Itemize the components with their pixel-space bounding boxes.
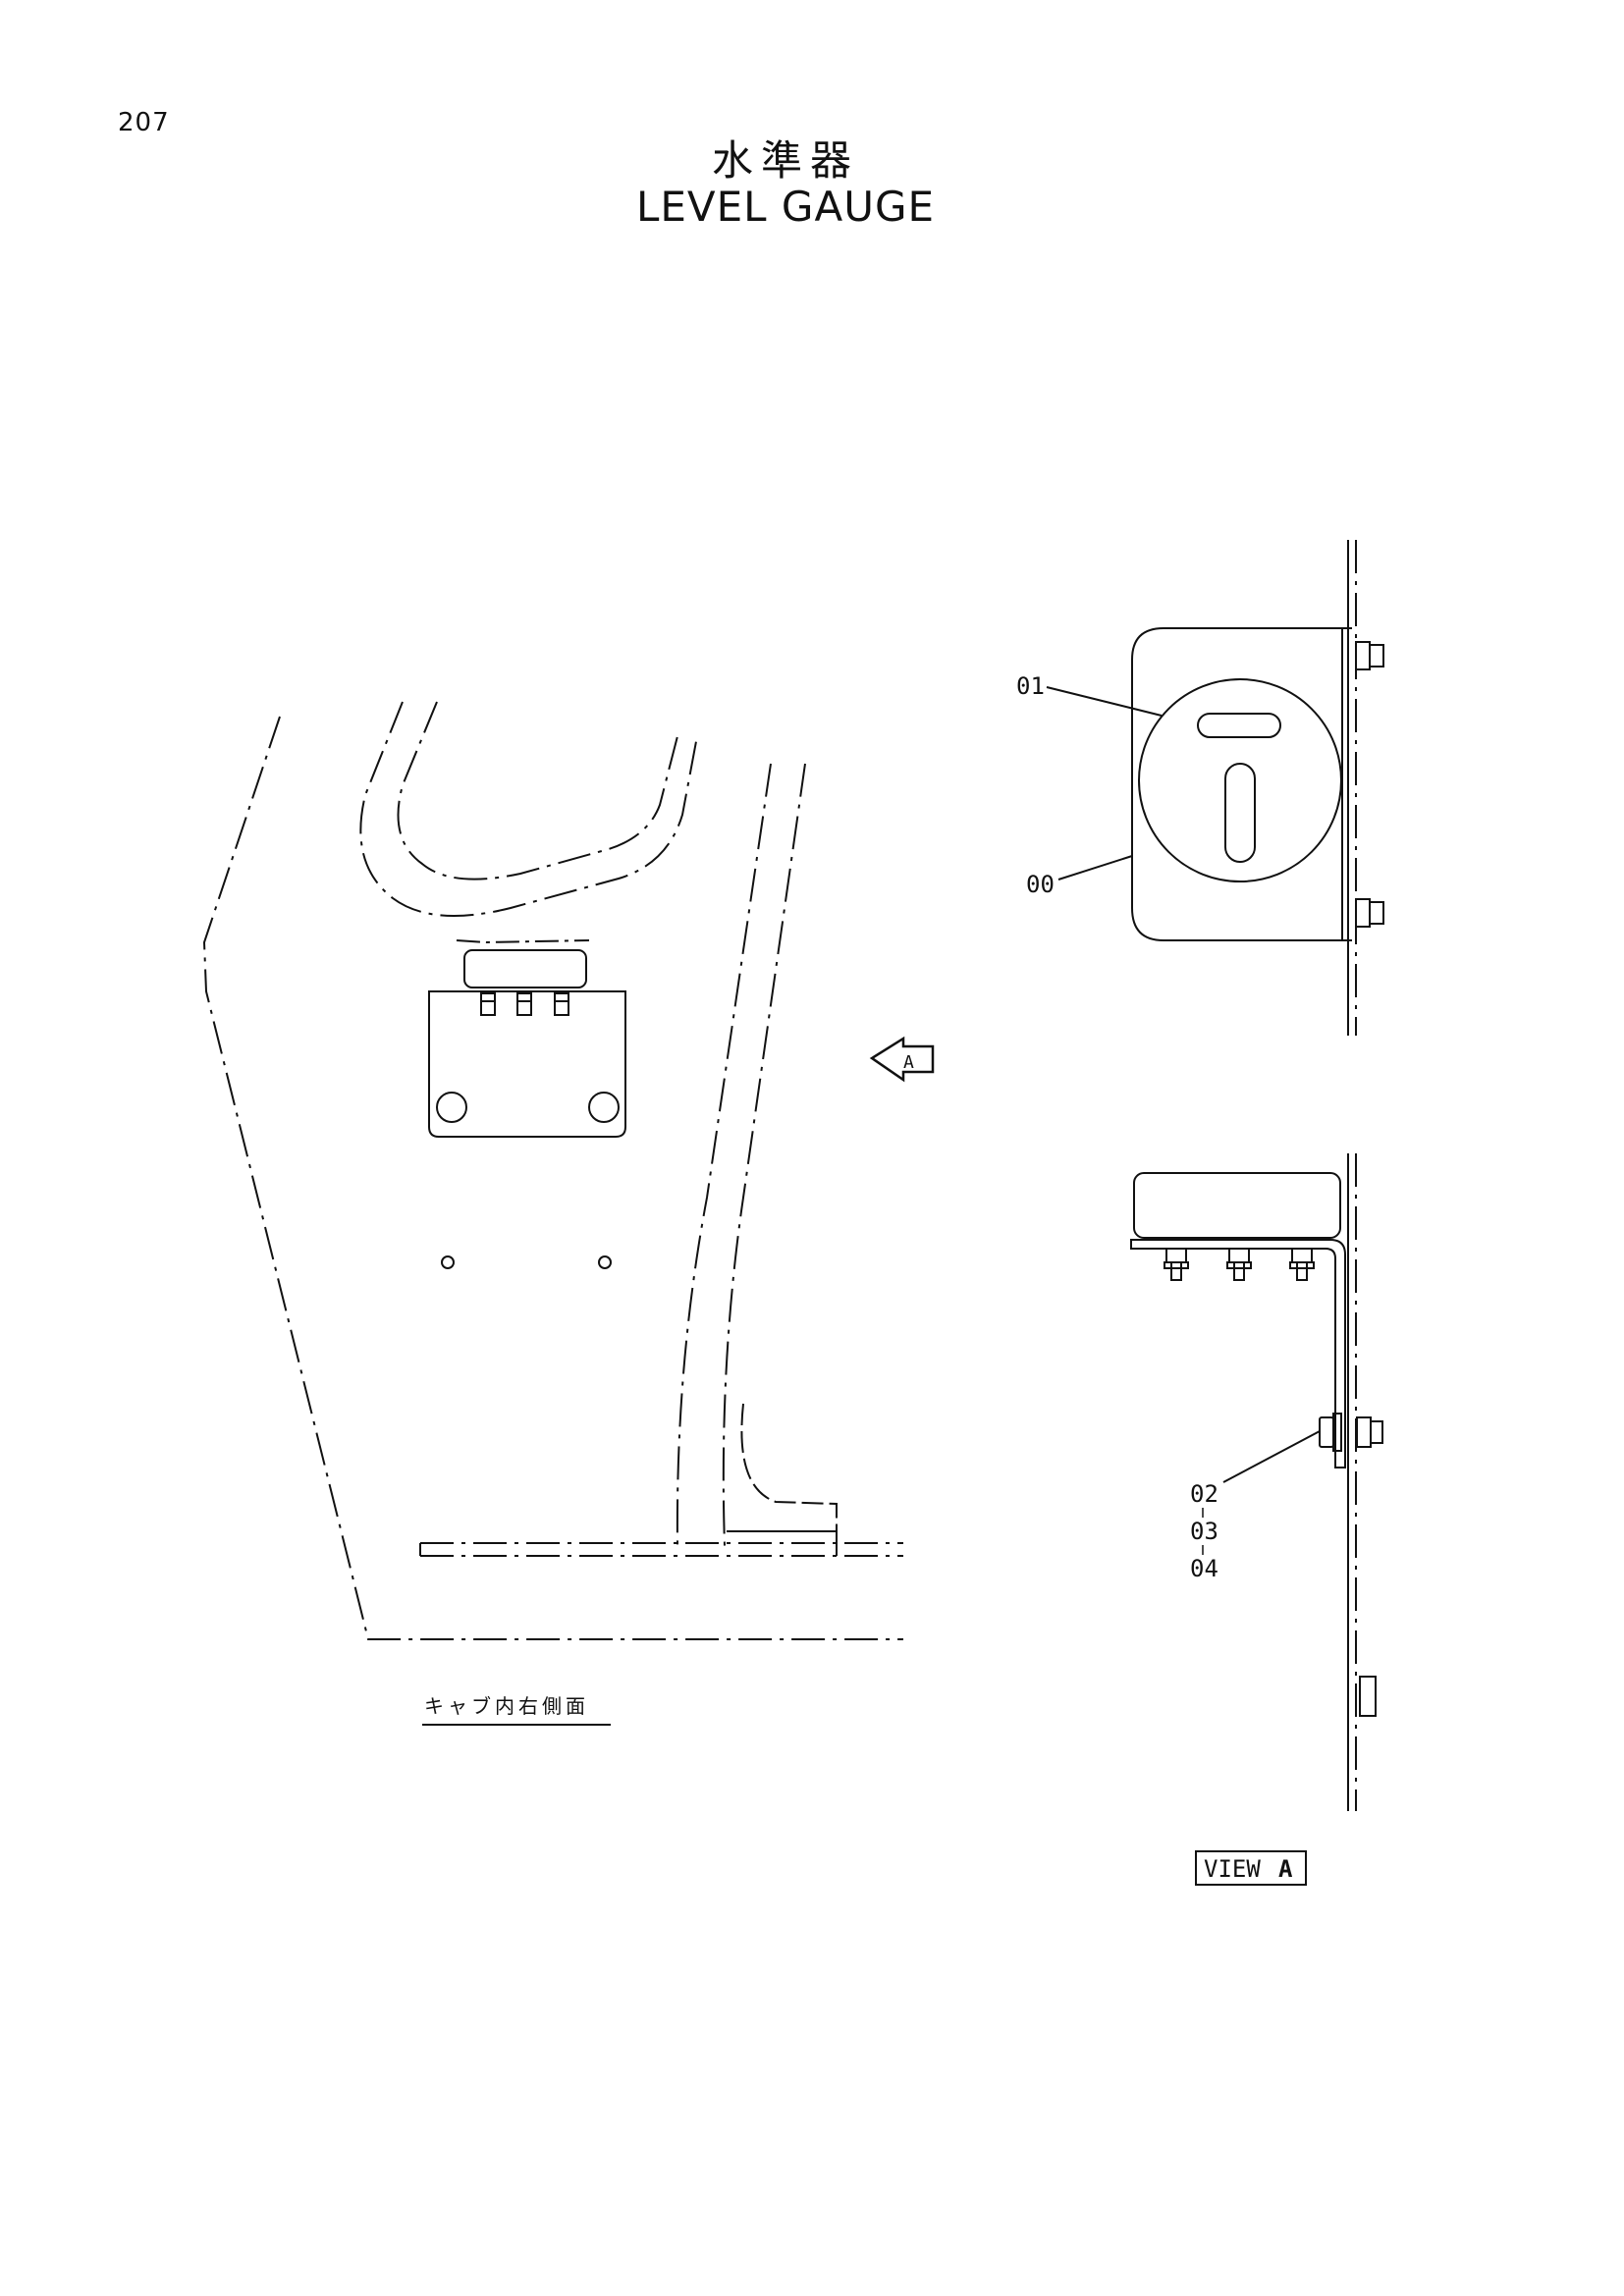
callout-leader-00 xyxy=(1057,855,1133,881)
pillar-gusset xyxy=(740,1403,838,1531)
view-a-label: VIEW A xyxy=(1195,1850,1307,1886)
base-rail xyxy=(419,1542,903,1557)
level-gauge-assembly xyxy=(428,949,626,1138)
bracket-hole-left xyxy=(436,1092,467,1123)
view-direction-arrow: A xyxy=(869,1036,935,1083)
rail-joint xyxy=(727,1530,838,1556)
pillar-line-left xyxy=(676,763,772,1547)
bracket-bolts xyxy=(480,992,569,1016)
front-bolt-upper xyxy=(1355,641,1384,670)
gauge-side-view: 02 03 04 VIEW A xyxy=(1130,1153,1383,1886)
side-gauge-body xyxy=(1133,1172,1341,1239)
callout-00: 00 xyxy=(1026,871,1055,898)
callout-leader-02 xyxy=(1222,1430,1321,1483)
level-gauge-body xyxy=(463,949,587,988)
callout-04: 04 xyxy=(1190,1555,1218,1582)
cab-outer-outline xyxy=(202,716,903,1640)
cab-interior-caption: キャブ内右側面 xyxy=(424,1694,589,1718)
page-number: 207 xyxy=(118,108,170,137)
view-label-letter: A xyxy=(1278,1855,1293,1883)
bracket-hole-right xyxy=(588,1092,620,1123)
window-corner-inner xyxy=(397,701,678,881)
gauge-front-view: 01 00 xyxy=(1016,540,1384,1036)
callout-03: 03 xyxy=(1190,1518,1218,1545)
front-bolt-lower xyxy=(1355,898,1384,928)
page-title-english: LEVEL GAUGE xyxy=(635,183,936,231)
pillar-line-right xyxy=(722,763,806,1547)
cab-interior-side-view: キャブ内右側面 xyxy=(202,701,903,1726)
mounting-bracket xyxy=(428,990,626,1138)
view-label-prefix: VIEW xyxy=(1204,1855,1261,1883)
side-bracket xyxy=(1130,1239,1346,1468)
gauge-vial-vertical xyxy=(1224,763,1256,863)
side-bolts-top xyxy=(1164,1248,1315,1281)
callout-01: 01 xyxy=(1016,672,1045,700)
callout-leader-01 xyxy=(1046,686,1163,717)
gauge-vial-horizontal xyxy=(1197,713,1281,738)
window-corner-outer xyxy=(359,701,698,917)
side-bolt-wall xyxy=(1319,1413,1383,1452)
gauge-bracket-front xyxy=(1131,627,1352,941)
gauge-dial xyxy=(1138,678,1342,882)
panel-hole-right xyxy=(598,1255,612,1269)
page-title-japanese: 水準器 xyxy=(711,136,859,185)
callout-02: 02 xyxy=(1190,1480,1218,1508)
wall-stud xyxy=(1359,1676,1377,1717)
panel-hole-left xyxy=(441,1255,455,1269)
window-ledge xyxy=(456,939,590,944)
view-arrow-letter: A xyxy=(903,1052,914,1073)
